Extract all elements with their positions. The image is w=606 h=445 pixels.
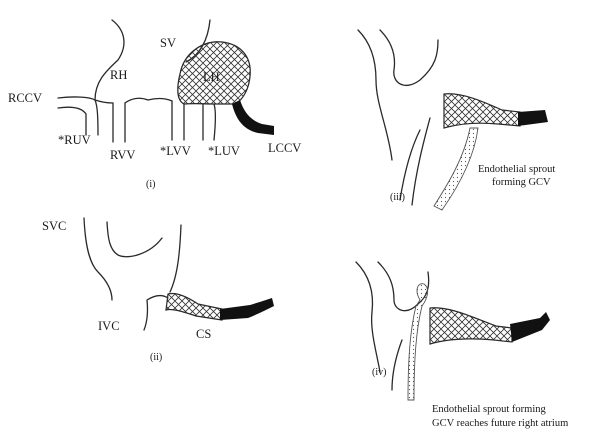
panel-iii: Endothelial sprout forming GCV (iii) bbox=[358, 30, 555, 210]
label-sv: SV bbox=[160, 36, 176, 50]
atrium-wall-iii-b bbox=[412, 118, 430, 205]
label-luv: *LUV bbox=[208, 144, 240, 158]
coronary-sinus-hatched bbox=[166, 293, 222, 320]
caption-iii-line2: forming GCV bbox=[492, 177, 551, 188]
coronary-sinus-hatched-iv bbox=[430, 308, 512, 344]
label-rh: RH bbox=[110, 68, 127, 82]
rccv-lower-outline bbox=[58, 107, 86, 135]
coronary-sinus-dark bbox=[220, 298, 274, 320]
caption-iii-line1: Endothelial sprout bbox=[478, 164, 555, 175]
right-horn-outline bbox=[95, 20, 124, 100]
panel-label-iv: (iv) bbox=[372, 367, 386, 378]
panel-i: SV RH LH RCCV *RUV RVV *LVV *LUV LCCV (i… bbox=[8, 20, 301, 190]
svc-outline-right bbox=[107, 222, 162, 257]
panel-iv: (iv) Endothelial sprout forming GCV reac… bbox=[356, 262, 568, 429]
label-rvv: RVV bbox=[110, 148, 135, 162]
panel-ii: SVC IVC CS (ii) bbox=[42, 218, 274, 363]
sinus-floor bbox=[95, 98, 172, 103]
luv-vessel-right bbox=[214, 104, 216, 140]
right-atrium-wall bbox=[170, 225, 181, 292]
svc-outline-iii-right bbox=[380, 30, 438, 85]
panel-label-i: (i) bbox=[146, 179, 155, 190]
label-lh: LH bbox=[203, 70, 220, 84]
panel-label-iii: (iii) bbox=[390, 192, 405, 203]
atrium-wall-iv bbox=[392, 340, 402, 390]
label-svc: SVC bbox=[42, 219, 66, 233]
coronary-sinus-hatched-iii bbox=[444, 94, 520, 128]
coronary-sinus-dark-iii bbox=[518, 110, 548, 126]
svc-outline-iii-left bbox=[358, 30, 392, 160]
label-ivc: IVC bbox=[98, 319, 120, 333]
caption-iv-line1: Endothelial sprout forming bbox=[432, 404, 546, 415]
endothelial-sprout-iii bbox=[434, 128, 478, 210]
ruv-vessel bbox=[95, 100, 98, 135]
coronary-sinus-dark-iv bbox=[510, 312, 550, 342]
label-ruv: *RUV bbox=[58, 133, 91, 147]
rccv-upper-outline bbox=[58, 97, 95, 100]
ivc-outline bbox=[144, 296, 168, 330]
caption-iv-line2: GCV reaches future right atrium bbox=[432, 418, 568, 429]
atrium-wall-iii bbox=[400, 130, 420, 200]
label-lccv: LCCV bbox=[268, 141, 301, 155]
lccv-vessel bbox=[232, 100, 274, 135]
endothelial-sprout-iv bbox=[408, 284, 428, 400]
svc-outline-iv-left bbox=[356, 262, 380, 372]
label-rccv: RCCV bbox=[8, 91, 42, 105]
label-lvv: *LVV bbox=[160, 144, 191, 158]
panel-label-ii: (ii) bbox=[150, 352, 162, 363]
label-cs: CS bbox=[196, 327, 211, 341]
